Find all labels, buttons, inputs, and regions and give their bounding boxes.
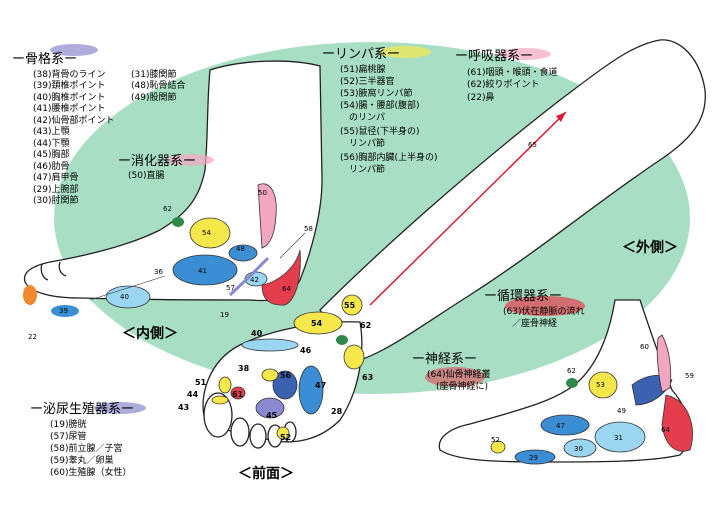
lymph-item: リンパ節 [340,139,385,150]
marker-44: 44 [187,389,198,400]
blob-40-front [242,339,298,351]
marker-28: 28 [331,406,342,417]
lymph-item: (56)胸部内臓(上半身の) [340,153,438,164]
lymph-title: ーリンパ系ー [322,47,400,62]
marker-56: 56 [280,370,291,381]
marker-43: 43 [178,402,189,413]
respiratory-item: (62)絞りポイント [467,80,539,91]
toe-blob-22 [23,285,37,305]
lymph-item: (51)扁桃腺 [340,65,385,76]
marker-19: 19 [220,310,229,321]
digestive-item: (50)直腸 [128,171,164,182]
circulatory-item: (63)伏在静脈の流れ [503,307,584,318]
marker-60: 60 [640,342,649,353]
marker-57: 57 [226,283,235,294]
marker-47-front: 47 [315,380,326,391]
marker-48: 48 [236,244,245,255]
marker-29: 29 [529,453,538,464]
skeletal-item: (31)膝関節 [131,70,176,81]
digestive-title: ー消化器系ー [118,154,196,169]
marker-54-inner: 54 [202,228,211,239]
lymph-item: リンパ節 [340,165,385,176]
marker-30: 30 [574,444,583,455]
blob-62-outer [566,378,578,388]
skeletal-item: (38)背骨のライン [33,70,105,81]
nervous-item: (64)仙骨神経叢 [427,370,490,381]
blob-62-front [336,335,348,345]
skeletal-item: (45)胸部 [33,150,69,161]
marker-36: 36 [154,267,163,278]
marker-52-front: 52 [280,432,291,443]
skeletal-item: (41)腰椎ポイント [33,104,105,115]
respiratory-item: (22)鼻 [467,93,494,104]
skeletal-item: (39)頚椎ポイント [33,81,105,92]
urogenital-item: (57)尿管 [50,432,86,443]
marker-54-front: 54 [311,318,322,329]
skeletal-item: (49)股関節 [131,93,176,104]
marker-61: 61 [232,389,243,400]
marker-58: 58 [304,224,313,235]
marker-31: 31 [614,433,623,444]
blob-51-front [219,377,231,393]
marker-41: 41 [198,266,207,277]
lymph-item: (54)腸・腰部(腹部) [340,101,420,112]
marker-47-outer: 47 [556,421,565,432]
marker-50: 50 [258,188,267,199]
view-label-outer: ＜外側＞ [622,240,678,256]
skeletal-item: (46)肋骨 [33,162,69,173]
view-label-front: ＜前面＞ [238,466,294,482]
blob-63-front [344,345,364,369]
skeletal-item: (43)上顎 [33,127,69,138]
marker-65: 65 [528,140,537,151]
blob-44-front [212,396,228,404]
marker-38: 38 [238,363,249,374]
marker-49: 49 [617,406,626,417]
skeletal-item: (47)肩甲骨 [33,173,78,184]
skeletal-item: (40)胸椎ポイント [33,93,105,104]
urogenital-item: (59)睾丸／卵巣 [50,456,113,467]
marker-62-outer: 62 [567,366,576,377]
circulatory-item: ／座骨神経 [503,319,557,330]
skeletal-item: (29)上腕部 [33,185,78,196]
urogenital-item: (60)生殖腺（女性） [50,468,131,479]
marker-59: 59 [685,371,694,382]
respiratory-item: (61)咽頭・喉頭・食道 [467,68,557,79]
view-label-inner: ＜内側＞ [122,326,178,342]
marker-53: 53 [596,380,605,391]
urogenital-item: (58)前立腺／子宮 [50,444,122,455]
lymph-item: (55)鼠径(下半身の) [340,127,420,138]
urogenital-title: ー泌尿生殖器系ー [30,402,134,417]
lymph-item: のリンパ [340,113,385,124]
skeletal-item: (30)肘関節 [33,196,78,207]
skeletal-title: ー骨格系ー [12,52,77,67]
urogenital-item: (19)膀胱 [50,420,86,431]
marker-62-inner: 62 [163,204,172,215]
marker-42: 42 [250,275,259,286]
marker-45: 45 [266,410,277,421]
marker-64-inner: 64 [282,284,291,295]
nervous-item: (座骨神経に) [427,382,488,393]
marker-40-front: 40 [251,328,262,339]
blob-47-outer [541,415,589,435]
respiratory-title: ー呼吸器系ー [455,49,533,64]
marker-63: 63 [362,372,373,383]
marker-40: 40 [120,292,129,303]
marker-39: 39 [59,306,68,317]
lymph-item: (53)腋窩リンパ節 [340,89,412,100]
skeletal-item: (44)下顎 [33,139,69,150]
blob-62-inner [172,217,184,227]
circulatory-title: ー循環器系ー [484,289,562,304]
lymph-item: (52)三半器官 [340,77,394,88]
blob-56-front [262,369,278,381]
marker-51: 51 [195,377,206,388]
marker-55: 55 [344,300,355,311]
skeletal-item: (42)仙骨部ポイント [33,116,114,127]
marker-52-outer: 52 [491,435,500,446]
skeletal-item: (48)恥骨結合 [131,81,185,92]
marker-46: 46 [300,345,311,356]
marker-62-front: 62 [360,320,371,331]
marker-64-outer: 64 [661,425,670,436]
marker-22: 22 [28,332,37,343]
nervous-title: ー神経系ー [412,352,477,367]
